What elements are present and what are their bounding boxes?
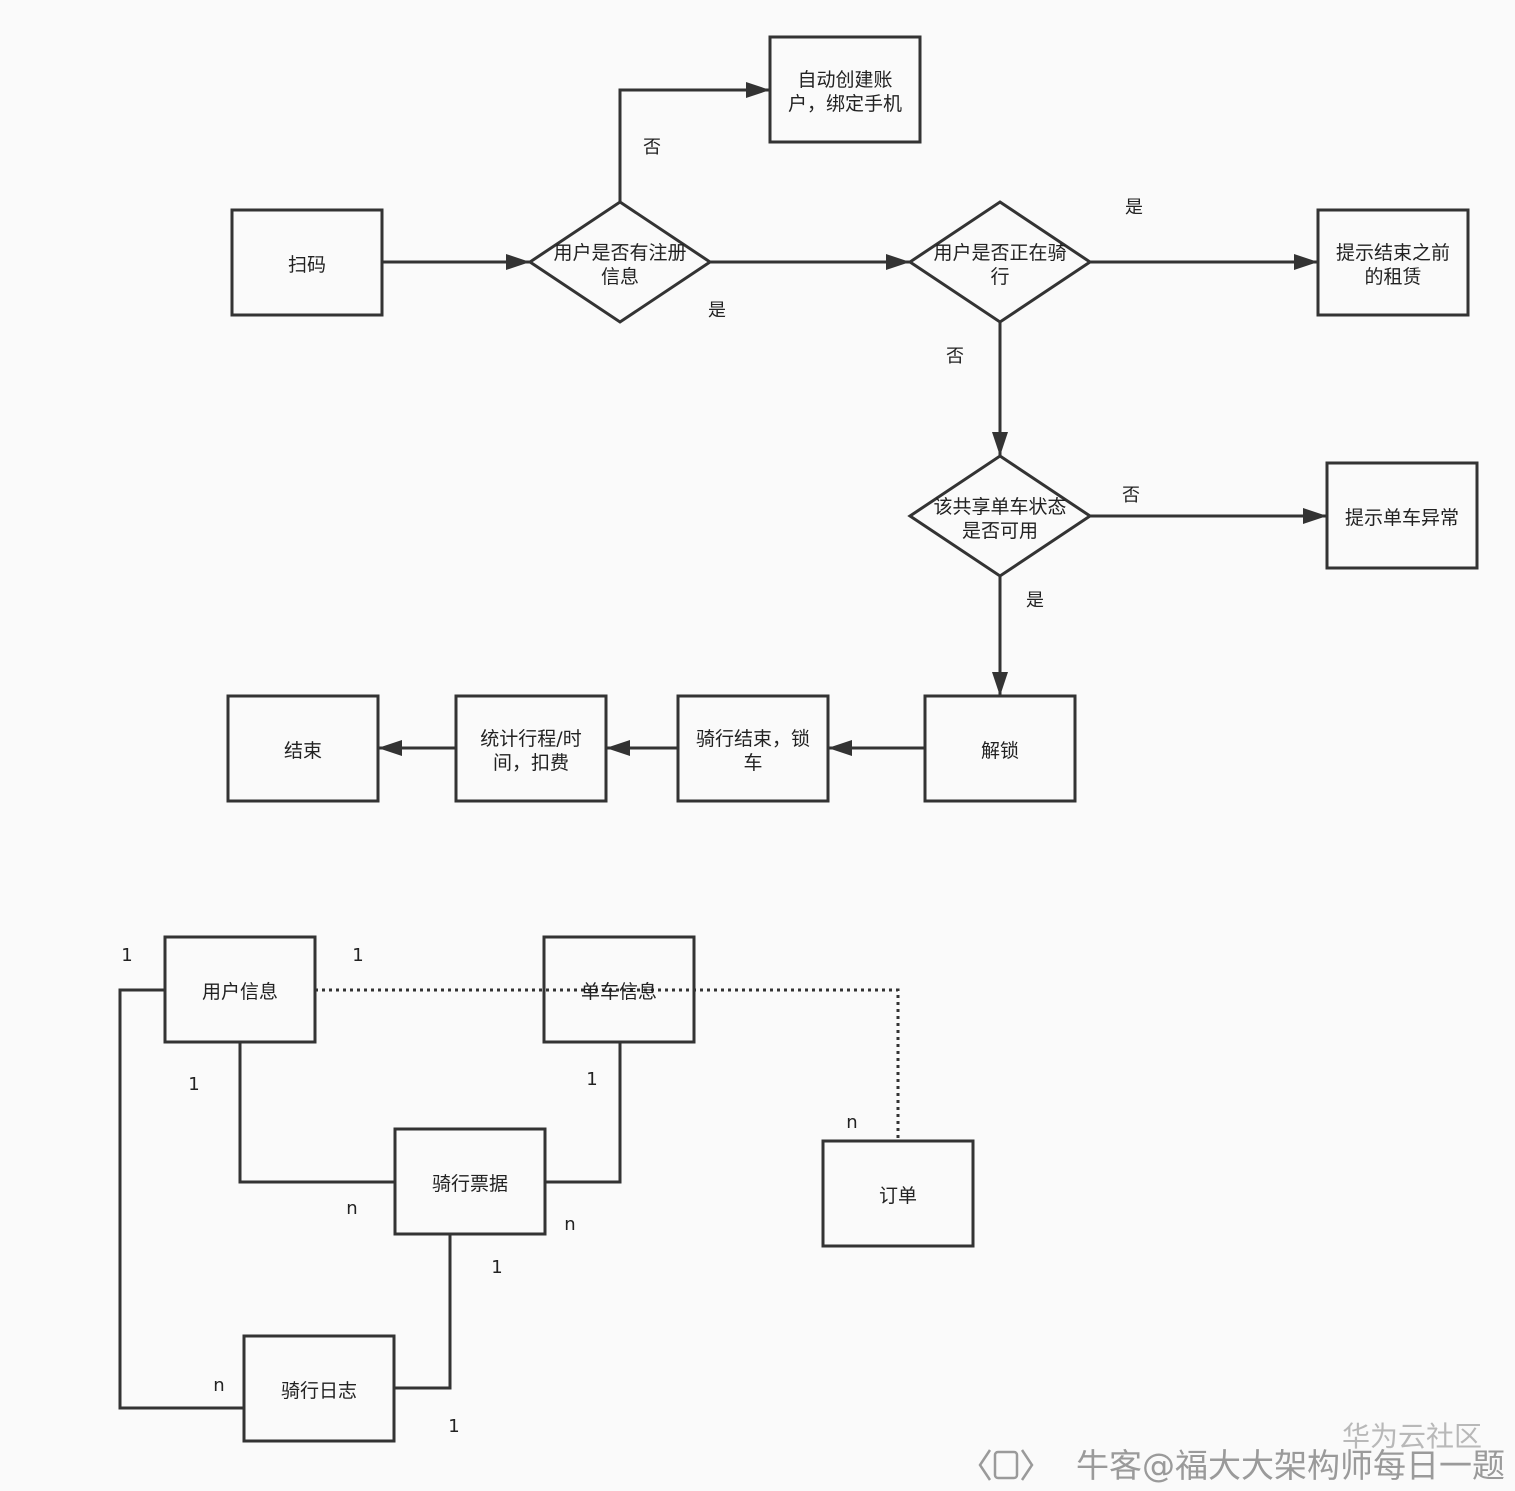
watermark-logo-icon [978,1449,1034,1481]
entity-ride-log-label: 骑行日志 [281,1380,357,1402]
edge-label-bike-no: 否 [1122,485,1140,506]
node-ride-end [676,694,830,803]
er-edge-user-order-dotted [315,988,900,1141]
arrowhead [828,740,852,756]
node-riding-label-2: 行 [990,266,1009,288]
node-ride-end-label-1: 骑行结束，锁 [696,728,810,750]
cardinality-ticket-user-n: n [346,1198,357,1219]
node-bike-ok-label-2: 是否可用 [962,520,1038,542]
arrowhead [606,740,630,756]
arrowhead [1294,254,1318,270]
node-stats-label-2: 间，扣费 [493,752,569,774]
node-stats [454,694,608,803]
cardinality-bike-ticket-1: 1 [586,1069,597,1090]
watermark-line-2: 牛客@福大大架构师每日一题 [1076,1446,1505,1485]
er-edge-user-log [118,988,244,1410]
watermark: 华为云社区 牛客@福大大架构师每日一题 [978,1420,1505,1485]
arrowhead [506,254,530,270]
cardinality-log-user-n: n [213,1375,224,1396]
edge-label-registered-no: 否 [643,137,661,158]
edge-label-riding-yes: 是 [1125,197,1143,218]
node-riding-decision [907,200,1093,324]
node-create-account-label-1: 自动创建账 [797,69,892,91]
entity-ride-log [242,1334,396,1443]
arrowhead [1303,508,1327,524]
edge-label-riding-no: 否 [946,346,964,367]
node-prompt-abnormal [1325,461,1479,570]
cardinality-ticket-bike-n: n [564,1214,575,1235]
cardinality-user-order-1: 1 [352,945,363,966]
cardinality-ticket-log-1: 1 [491,1257,502,1278]
node-scan-label: 扫码 [288,254,326,276]
node-end-label: 结束 [284,740,322,762]
arrowhead [886,254,910,270]
entity-user-info-label: 用户信息 [202,981,278,1003]
entity-bike-info [542,935,696,1044]
node-registered-label-1: 用户是否有注册 [553,242,686,264]
entity-order [821,1139,975,1248]
arrowhead [746,82,770,98]
flowchart-arrowheads [378,82,1327,756]
node-unlock [923,694,1077,803]
node-unlock-label: 解锁 [981,740,1019,762]
arrowhead [992,432,1008,456]
edge-label-registered-yes: 是 [708,300,726,321]
entity-bike-info-label: 单车信息 [581,981,657,1003]
node-create-account [768,35,922,144]
edge-label-bike-yes: 是 [1026,590,1044,611]
node-end [226,694,380,803]
node-scan [230,208,384,317]
cardinality-user-ticket-1: 1 [188,1074,199,1095]
node-ride-end-label-2: 车 [743,752,762,774]
arrowhead [992,672,1008,696]
entity-ride-ticket [393,1127,547,1236]
node-bike-ok-label-1: 该共享单车状态 [933,496,1066,518]
er-edge-ticket-log [395,1234,452,1390]
edge-registered-create-account [618,88,770,202]
node-riding-label-1: 用户是否正在骑 [933,242,1066,264]
er-edge-bike-ticket [545,1042,622,1184]
flowchart-edges [378,88,1327,750]
cardinality-user-log-1: 1 [121,945,132,966]
node-create-account-label-2: 户，绑定手机 [788,93,902,115]
node-prompt-prev-label-2: 的租赁 [1364,266,1421,288]
er-edges [118,988,622,1410]
node-registered-decision [527,200,713,324]
cardinality-log-ticket-1: 1 [448,1416,459,1437]
entity-order-label: 订单 [879,1185,917,1207]
node-prompt-prev-label-1: 提示结束之前 [1336,242,1450,264]
entity-ride-ticket-label: 骑行票据 [432,1173,508,1195]
node-prompt-abnormal-label: 提示单车异常 [1345,507,1459,529]
entity-user-info [163,935,317,1044]
cardinality-order-n: n [846,1112,857,1133]
watermark-line-1: 华为云社区 [1342,1420,1482,1453]
er-edge-user-ticket [238,1042,395,1184]
node-stats-label-1: 统计行程/时 [480,728,581,750]
node-bike-ok-decision [907,454,1093,578]
arrowhead [378,740,402,756]
node-registered-label-2: 信息 [601,266,639,288]
node-prompt-prev [1316,208,1470,317]
